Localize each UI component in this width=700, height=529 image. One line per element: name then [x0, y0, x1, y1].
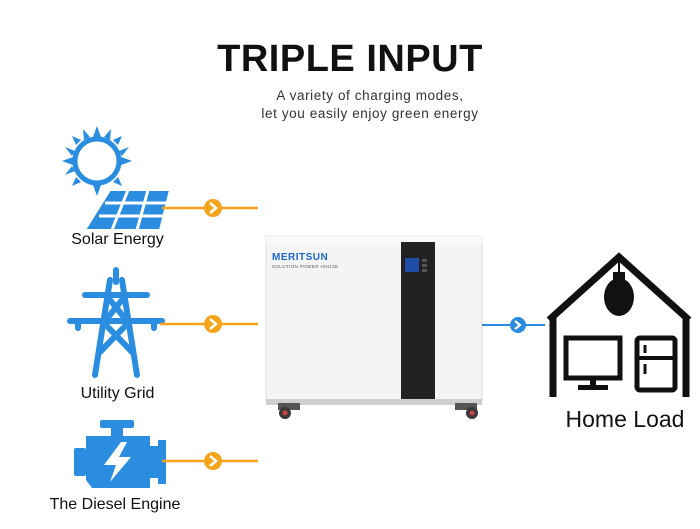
subtitle-line-2: let you easily enjoy green energy — [261, 106, 479, 121]
engine-connector — [162, 452, 258, 470]
wheel — [455, 403, 478, 419]
utility-grid-label: Utility Grid — [80, 385, 155, 402]
diesel-engine-label: The Diesel Engine — [49, 496, 181, 513]
monitor-icon — [563, 335, 623, 390]
subtitle-line-1: A variety of charging modes, — [276, 88, 464, 103]
lightbulb-icon — [604, 261, 634, 316]
solar-panel-icon — [62, 126, 172, 231]
solar-connector — [162, 199, 258, 217]
page-title: TRIPLE INPUT — [217, 38, 483, 80]
brand-logo: MERITSUN — [272, 252, 329, 263]
engine-icon — [74, 420, 166, 488]
solar-energy-label: Solar Energy — [71, 231, 164, 248]
wheel — [278, 403, 300, 419]
house-icon — [546, 252, 692, 397]
grid-connector — [160, 315, 258, 333]
power-tower-icon — [67, 267, 165, 378]
battery-unit — [265, 235, 483, 419]
brand-tagline: SOLUTION POWER HOUSE — [272, 264, 339, 269]
home-load-label: Home Load — [565, 406, 685, 432]
display-screen — [405, 258, 419, 272]
fridge-icon — [634, 335, 678, 393]
output-connector — [482, 317, 545, 333]
